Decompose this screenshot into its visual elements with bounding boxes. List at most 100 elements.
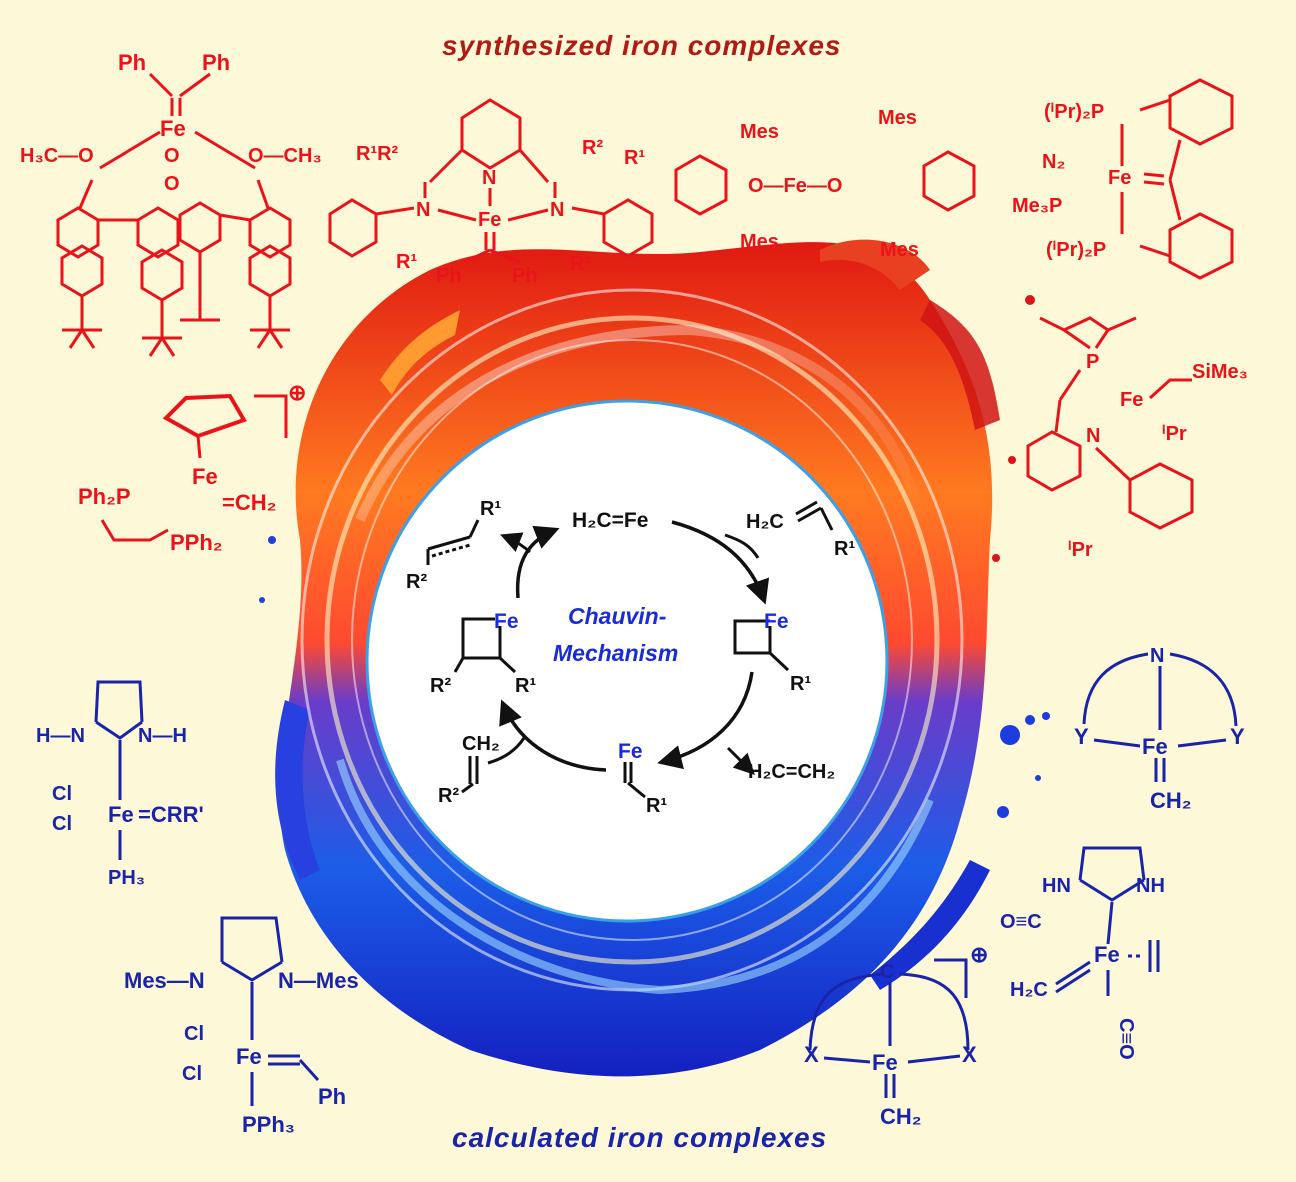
cycle-mc-left-r2: R² <box>430 675 451 697</box>
xcx-x-left: X <box>804 1042 819 1067</box>
pcp-p-top: (ⁱPr)₂P <box>1044 101 1104 123</box>
pdi-r2-right: R² <box>582 137 603 159</box>
cp-plus: ⊕ <box>288 380 306 405</box>
synthesized-heading: synthesized iron complexes <box>442 30 842 61</box>
pnn-fe: Fe <box>1120 389 1143 411</box>
nhc1-cl1: Cl <box>52 783 72 805</box>
aryl-mes-br: Mes <box>880 239 919 261</box>
calculated-complexes: H—N N—H Cl Cl Fe =CRR' PH₃ Mes—N N—Mes C… <box>36 645 1245 1137</box>
nhc1-h-left: H—N <box>36 725 85 747</box>
grubbs-mes-left: Mes—N <box>124 968 205 993</box>
pnn-alkyl: P Fe SiMe₃ N ⁱPr ⁱPr <box>1026 316 1248 561</box>
grubbs-mes-right: N—Mes <box>278 968 359 993</box>
pdi-r1-bl: R¹ <box>396 251 417 273</box>
pdi-n-right: N <box>550 199 564 221</box>
cycle-ethylene-out: H₂C=CH₂ <box>748 761 835 783</box>
cp-fe: Fe <box>192 464 218 489</box>
nhc-simple-carbene: H—N N—H Cl Cl Fe =CRR' PH₃ <box>36 680 204 889</box>
cp-star-cation: ⊕ Fe =CH₂ Ph₂P PPh₂ <box>78 380 306 555</box>
pincer-yny: N Y Fe Y CH₂ <box>1074 645 1245 813</box>
nhc1-fe: Fe <box>108 802 134 827</box>
cycle-olefin-in: H₂C <box>746 511 784 533</box>
pcp-p-bot: (ⁱPr)₂P <box>1046 239 1106 261</box>
xcx-plus: ⊕ <box>970 942 988 967</box>
pcp-pme3: Me₃P <box>1012 195 1062 217</box>
cp-pph2-bot: PPh₂ <box>170 530 223 555</box>
grubbs-ph: Ph <box>318 1084 346 1109</box>
calix-ph1: Ph <box>118 50 146 75</box>
nhc1-ph3: PH₃ <box>108 867 145 889</box>
cp-pph2-left: Ph₂P <box>78 484 131 509</box>
pdi-ph-left: Ph <box>436 265 462 287</box>
pdi-r1-br: R¹ <box>570 253 591 275</box>
pdi-r1-right: R¹ <box>624 147 645 169</box>
calix-ph2: Ph <box>202 50 230 75</box>
grubbs-cl2: Cl <box>182 1063 202 1085</box>
nhcco-hn: HN <box>1042 875 1071 897</box>
pcp-carbene: (ⁱPr)₂P N₂ Fe Me₃P (ⁱPr)₂P <box>1012 78 1234 280</box>
grubbs-type: Mes—N N—Mes Cl Cl Fe Ph PPh₃ <box>124 916 359 1137</box>
xcx-x-right: X <box>962 1042 977 1067</box>
aryl-mes-tr: Mes <box>878 107 917 129</box>
cycle-mc-left-fe: Fe <box>494 610 519 633</box>
xcx-ch2: CH₂ <box>880 1104 922 1129</box>
aryl-mes-tl: Mes <box>740 121 779 143</box>
nhcco-h2c: H₂C <box>1010 979 1048 1001</box>
nhc1-h-right: N—H <box>138 725 187 747</box>
calix-ome-left: H₃C—O <box>20 145 94 167</box>
pdi-ph-right: Ph <box>512 265 538 287</box>
nhc1-crr: =CRR' <box>138 802 204 827</box>
pdi-r1r2-left: R¹R² <box>356 143 399 165</box>
cp-ch2: =CH₂ <box>222 490 276 515</box>
chauvin-cycle: H₂C=Fe H₂C R¹ Fe R¹ Fe R¹ H₂C=CH₂ CH₂ R²… <box>406 498 855 817</box>
pdi-carbene: R¹R² R² R¹ N N N Fe R¹ R¹ Ph Ph <box>328 98 654 287</box>
yny-n: N <box>1150 645 1164 667</box>
nhc1-cl2: Cl <box>52 813 72 835</box>
calix-o1: O <box>164 145 180 167</box>
cycle-title-2: Mechanism <box>553 640 678 666</box>
calixarene-carbene: Ph Ph Fe H₃C—O O—CH₃ O O <box>20 50 322 357</box>
cycle-alkylidene-r: R¹ <box>646 795 667 817</box>
aryl-mes-bl: Mes <box>740 231 779 253</box>
calix-o2: O <box>164 173 180 195</box>
nhcco-co: C≡O <box>1115 1018 1137 1060</box>
cycle-olefin-in-r: R¹ <box>834 538 855 560</box>
yny-fe: Fe <box>1142 734 1168 759</box>
pincer-xcx: C ⊕ X Fe X CH₂ <box>804 942 988 1129</box>
pcp-n2: N₂ <box>1042 151 1065 173</box>
pdi-n-py: N <box>482 167 496 189</box>
grubbs-fe: Fe <box>236 1044 262 1069</box>
xcx-fe: Fe <box>872 1050 898 1075</box>
yny-y-right: Y <box>1230 724 1245 749</box>
nhc-co-complex: HN NH O≡C Fe H₂C C≡O <box>1000 846 1165 1060</box>
cycle-mc-right-fe: Fe <box>764 610 789 633</box>
nhcco-oc: O≡C <box>1000 911 1042 933</box>
cycle-mc-right-r: R¹ <box>790 673 811 695</box>
cycle-title-1: Chauvin- <box>568 603 666 629</box>
nhcco-fe: Fe <box>1094 942 1120 967</box>
nhcco-nh: NH <box>1136 875 1165 897</box>
synthesized-complexes: Ph Ph Fe H₃C—O O—CH₃ O O <box>20 50 1248 561</box>
pnn-sime3: SiMe₃ <box>1192 361 1248 383</box>
cycle-product-r1: R¹ <box>480 498 501 520</box>
cycle-product-r2: R² <box>406 571 427 593</box>
pdi-n-left: N <box>416 199 430 221</box>
pnn-ipr-bot: ⁱPr <box>1068 539 1093 561</box>
pnn-ipr-top: ⁱPr <box>1162 423 1187 445</box>
cycle-alkylidene-fe: Fe <box>618 740 643 763</box>
cycle-carbene: H₂C=Fe <box>572 509 648 532</box>
pnn-n: N <box>1086 425 1100 447</box>
calculated-heading: calculated iron complexes <box>452 1122 828 1153</box>
splash-ring <box>259 239 1050 1077</box>
pnn-p: P <box>1086 351 1099 373</box>
cycle-olefin-left-r: R² <box>438 785 459 807</box>
cycle-mc-left-r1: R¹ <box>515 675 536 697</box>
pdi-fe: Fe <box>478 209 501 231</box>
xcx-c: C <box>880 961 894 983</box>
aryloxide-complex: Mes Mes Mes Mes O—Fe—O <box>674 107 976 261</box>
grubbs-pph3: PPh₃ <box>242 1112 295 1137</box>
yny-ch2: CH₂ <box>1150 788 1192 813</box>
grubbs-cl1: Cl <box>184 1023 204 1045</box>
aryl-center: O—Fe—O <box>748 175 842 197</box>
